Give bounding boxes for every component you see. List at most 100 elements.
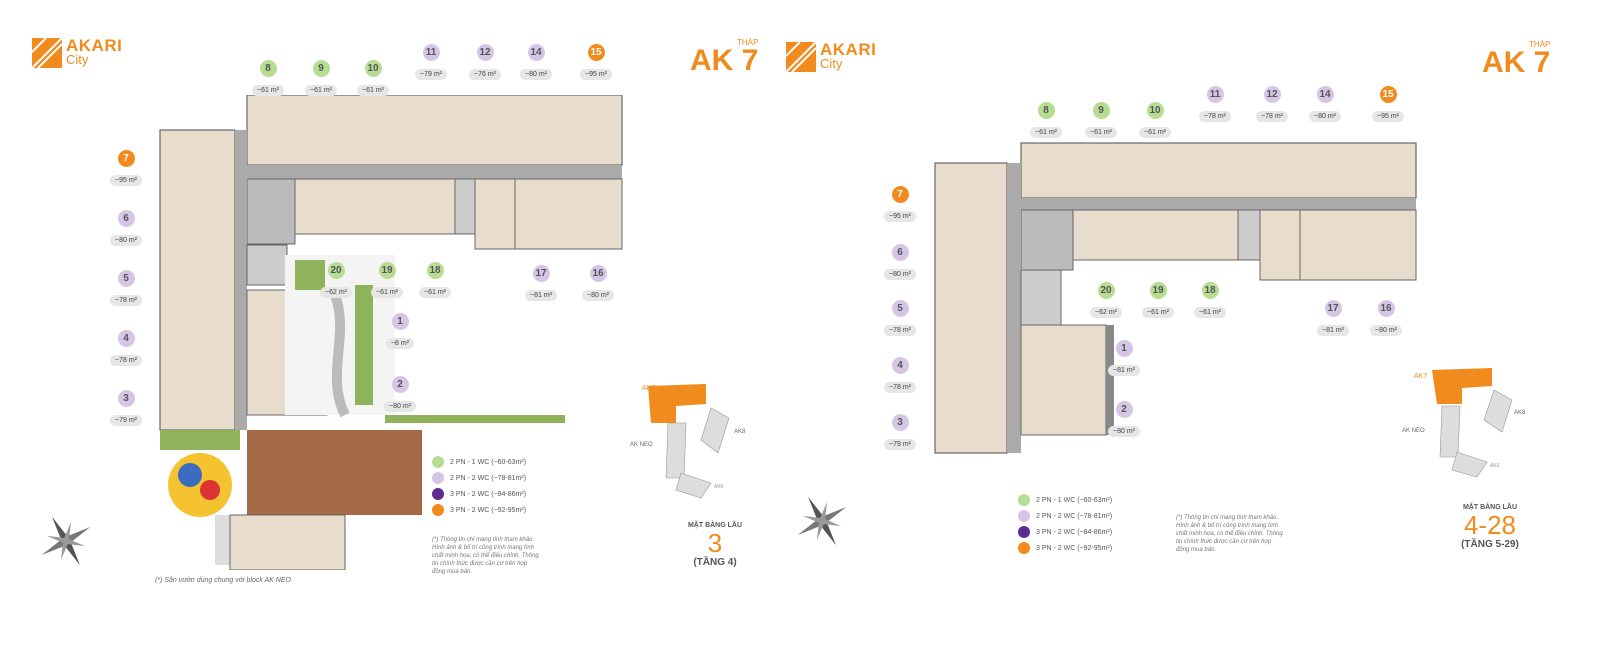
site-key-map: AK7 AK NEO AK8 AK6	[1402, 368, 1526, 478]
logo-line2: City	[820, 56, 843, 71]
logo-line1: AKARI	[66, 36, 123, 55]
legend-swatch	[1018, 510, 1030, 522]
unit-marker[interactable]: 8 ~61 m²	[1026, 102, 1066, 139]
unit-marker[interactable]: 4 ~78 m²	[106, 330, 146, 367]
unit-type-legend: 2 PN - 1 WC (~60-63m²) 2 PN - 2 WC (~78-…	[432, 454, 526, 518]
unit-area: ~79 m²	[110, 415, 142, 426]
unit-marker[interactable]: 12 ~78 m²	[1252, 86, 1292, 123]
unit-area: ~81 m²	[525, 290, 557, 301]
unit-number: 20	[1097, 282, 1115, 299]
unit-number: 17	[532, 265, 550, 282]
unit-area: ~78 m²	[110, 355, 142, 366]
tower-label: THÁP AK 7	[690, 38, 759, 77]
keymap-neo: AK NEO	[1402, 428, 1425, 434]
unit-marker[interactable]: 16 ~80 m²	[578, 265, 618, 302]
unit-marker[interactable]: 18 ~61 m²	[415, 262, 455, 299]
unit-marker[interactable]: 7 ~95 m²	[106, 150, 146, 187]
unit-marker[interactable]: 8 ~61 m²	[248, 60, 288, 97]
legend-row: 2 PN - 2 WC (~78-81m²)	[432, 470, 526, 486]
legend-label: 2 PN - 2 WC (~78-81m²)	[1036, 512, 1113, 520]
unit-marker[interactable]: 11 ~79 m²	[411, 44, 451, 81]
unit-area: ~62 m²	[1090, 307, 1122, 318]
unit-area: ~95 m²	[1372, 111, 1404, 122]
unit-number: 6	[891, 244, 909, 261]
unit-marker[interactable]: 14 ~80 m²	[1305, 86, 1345, 123]
unit-marker[interactable]: 5 ~78 m²	[880, 300, 920, 337]
unit-marker[interactable]: 7 ~95 m²	[880, 186, 920, 223]
unit-marker[interactable]: 12 ~76 m²	[465, 44, 505, 81]
floor-number: 3	[707, 528, 723, 558]
unit-area: ~78 m²	[1199, 111, 1231, 122]
unit-area: ~81 m²	[1108, 365, 1140, 376]
unit-marker[interactable]: 10 ~61 m²	[1135, 102, 1175, 139]
unit-marker[interactable]: 19 ~61 m²	[1138, 282, 1178, 319]
keymap-ak6: AK6	[714, 484, 724, 490]
unit-marker[interactable]: 17 ~81 m²	[521, 265, 561, 302]
unit-area: ~61 m²	[371, 287, 403, 298]
floor-sub: (TẦNG 4)	[693, 557, 737, 568]
unit-marker[interactable]: 17 ~81 m²	[1313, 300, 1353, 337]
unit-area: ~78 m²	[884, 382, 916, 393]
legend-swatch	[1018, 494, 1030, 506]
legend-label: 3 PN - 2 WC (~92-95m²)	[450, 506, 527, 514]
unit-marker[interactable]: 6 ~80 m²	[106, 210, 146, 247]
unit-marker[interactable]: 20 ~62 m²	[316, 262, 356, 299]
unit-number: 3	[117, 390, 135, 407]
unit-marker[interactable]: 3 ~79 m²	[106, 390, 146, 427]
legend-row: 3 PN - 2 WC (~84-86m²)	[1018, 524, 1112, 540]
unit-marker[interactable]: 6 ~80 m²	[880, 244, 920, 281]
legend-swatch	[432, 456, 444, 468]
unit-area: ~61 m²	[1030, 127, 1062, 138]
tower-small: THÁP	[1529, 40, 1551, 49]
unit-marker[interactable]: 2 ~80 m²	[1104, 401, 1144, 438]
unit-number: 2	[1115, 401, 1133, 418]
unit-marker[interactable]: 19 ~61 m²	[367, 262, 407, 299]
akari-logo-mark-icon	[32, 38, 62, 68]
unit-number: 2	[391, 376, 409, 393]
legend-label: 2 PN - 2 WC (~78-81m²)	[450, 474, 527, 482]
unit-number: 4	[891, 357, 909, 374]
floor-title: MẶT BẰNG LẦU	[1462, 504, 1518, 511]
unit-marker[interactable]: 10 ~61 m²	[353, 60, 393, 97]
unit-number: 16	[1377, 300, 1395, 317]
unit-number: 7	[891, 186, 909, 203]
akari-logo-mark-icon	[786, 42, 816, 72]
legend-row: 3 PN - 2 WC (~84-86m²)	[432, 486, 526, 502]
unit-marker[interactable]: 4 ~78 m²	[880, 357, 920, 394]
unit-number: 6	[117, 210, 135, 227]
unit-marker[interactable]: 15 ~95 m²	[576, 44, 616, 81]
unit-marker[interactable]: 5 ~78 m²	[106, 270, 146, 307]
unit-marker[interactable]: 14 ~80 m²	[516, 44, 556, 81]
unit-number: 15	[587, 44, 605, 61]
legend-label: 3 PN - 2 WC (~84-86m²)	[1036, 528, 1113, 536]
unit-area: ~78 m²	[1256, 111, 1288, 122]
tower-small: THÁP	[737, 38, 759, 47]
compass-rose-icon	[41, 516, 91, 566]
tower-big: AK 7	[690, 44, 759, 77]
unit-number: 12	[1263, 86, 1281, 103]
keymap-neo: AK NEO	[630, 442, 653, 448]
unit-type-legend: 2 PN - 1 WC (~60-63m²) 2 PN - 2 WC (~78-…	[1018, 492, 1112, 556]
unit-marker[interactable]: 1 ~81 m²	[1104, 340, 1144, 377]
legend-swatch	[432, 488, 444, 500]
legend-swatch	[432, 504, 444, 516]
unit-marker[interactable]: 11 ~78 m²	[1195, 86, 1235, 123]
legend-swatch	[1018, 542, 1030, 554]
unit-number: 12	[476, 44, 494, 61]
unit-marker[interactable]: 9 ~61 m²	[301, 60, 341, 97]
unit-marker[interactable]: 1 ~8 m²	[380, 313, 420, 350]
legend-label: 2 PN - 1 WC (~60-63m²)	[1036, 496, 1113, 504]
unit-area: ~80 m²	[884, 269, 916, 280]
floor-plan-sheet-right: AKARI City THÁP AK 7 8 ~61 m² 9 ~61 m² 1…	[786, 0, 1600, 672]
unit-area: ~62 m²	[320, 287, 352, 298]
unit-area: ~79 m²	[415, 69, 447, 80]
unit-marker[interactable]: 9 ~61 m²	[1081, 102, 1121, 139]
disclaimer-note: (*) Thông tin chỉ mang tính tham khảo. H…	[1176, 515, 1283, 553]
unit-marker[interactable]: 20 ~62 m²	[1086, 282, 1126, 319]
unit-marker[interactable]: 2 ~80 m²	[380, 376, 420, 413]
unit-marker[interactable]: 15 ~95 m²	[1368, 86, 1408, 123]
unit-marker[interactable]: 18 ~61 m²	[1190, 282, 1230, 319]
unit-number: 10	[364, 60, 382, 77]
unit-marker[interactable]: 3 ~79 m²	[880, 414, 920, 451]
unit-marker[interactable]: 16 ~80 m²	[1366, 300, 1406, 337]
